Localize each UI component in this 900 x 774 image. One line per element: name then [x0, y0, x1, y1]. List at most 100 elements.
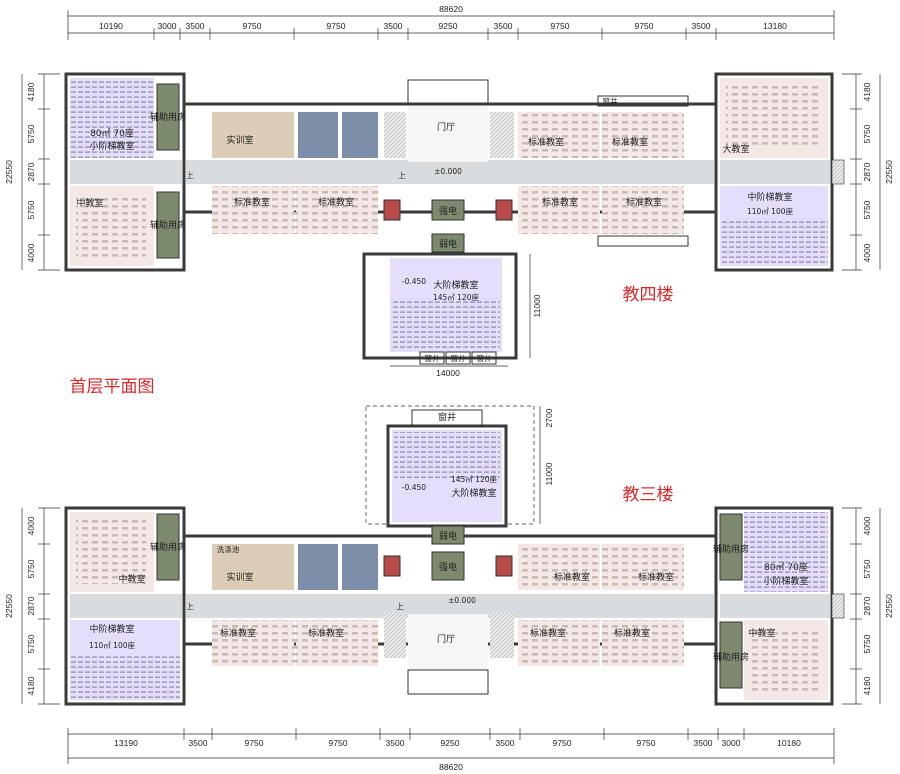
window-well-top [597, 95, 689, 107]
dim-seg: 10180 [777, 738, 801, 748]
window-well [471, 351, 497, 365]
dim-seg: 13180 [763, 21, 787, 31]
room-aux-bottom [156, 191, 180, 259]
dim-seg: 3000 [158, 21, 177, 31]
label-window-well: 窗井 [425, 353, 440, 363]
lobby [408, 106, 488, 162]
label-window-well: 窗井 [451, 353, 466, 363]
dim-seg: 5750 [26, 559, 36, 578]
label-lobby: 门厅 [437, 633, 455, 645]
building-4: 88620 10190 3000 3500 9750 9750 3500 925… [4, 4, 894, 378]
room-aux-top [156, 83, 180, 151]
label-small-lecture: 小阶梯教室 [89, 140, 134, 152]
corridor-right-wing [720, 160, 830, 184]
top-dimension-line [67, 10, 835, 40]
dim-seg: 3500 [692, 21, 711, 31]
building-4-labels: 80㎡ 70座 小阶梯教室 中教室 辅助用房 辅助用房 实训室 标准教室 标准教… [76, 96, 793, 378]
label-small-lecture-area: 80㎡ 70座 [90, 127, 134, 139]
dim-seg: 2870 [26, 162, 36, 181]
label-aux: 辅助用房 [150, 541, 186, 553]
room-weak-electric [431, 233, 465, 253]
room-weak-electric [431, 525, 465, 545]
label-big-lecture: 大阶梯教室 [433, 279, 478, 291]
label-big-room: 大教室 [722, 143, 749, 155]
dim-seg: 5750 [26, 124, 36, 143]
dim-seg: 9250 [439, 21, 458, 31]
label-window-well: 窗井 [477, 353, 492, 363]
label-aux-top: 辅助用房 [150, 111, 186, 123]
room-aux [156, 513, 180, 581]
dim-seg: 5750 [26, 634, 36, 653]
label-level: ±0.000 [434, 167, 462, 176]
dim-seg: 13190 [114, 738, 138, 748]
label-aux-bottom: 辅助用房 [150, 219, 186, 231]
label-std: 标准教室 [626, 196, 662, 208]
toilet-2 [342, 544, 378, 590]
side-dimension-lines [21, 507, 881, 705]
label-lab: 实训室 [226, 134, 253, 146]
dim-seg: 3500 [496, 738, 515, 748]
wing-dim: 2700 [544, 408, 554, 427]
dim-seg: 3500 [384, 21, 403, 31]
window-well [419, 351, 445, 365]
dim-seg: 9750 [243, 21, 262, 31]
dim-seg: 4180 [26, 676, 36, 695]
dim-seg: 3500 [386, 738, 405, 748]
entrance-canopy [407, 669, 489, 695]
label-up: 上 [186, 171, 194, 180]
dim-seg: 4000 [862, 516, 872, 535]
dim-seg: 9750 [245, 738, 264, 748]
building-3-labels: 中教室 辅助用房 实训室 洗涤池 标准教室 标准教室 标准教室 标准教室 标准教… [89, 408, 809, 663]
building-3-body [64, 506, 845, 706]
window-well [445, 351, 471, 365]
stair-2 [490, 612, 514, 658]
label-up: 上 [398, 171, 406, 180]
dim-seg: 2870 [862, 596, 872, 615]
dim-seg: 4180 [862, 82, 872, 101]
room-strong-electric [431, 551, 465, 581]
label-std: 标准教室 [638, 571, 674, 583]
label-strong: 强电 [439, 205, 457, 217]
label-window-well: 窗井 [603, 96, 618, 106]
bottom-dimension-line [67, 728, 835, 764]
dim-seg: 2870 [862, 162, 872, 181]
right-total-dim: 22550 [884, 594, 894, 618]
stair-1 [384, 612, 406, 658]
top-total-dim: 88620 [439, 4, 463, 14]
label-weak: 弱电 [439, 238, 457, 250]
elevator-2 [495, 555, 513, 577]
bottom-segment-dims: 13190 3500 9750 9750 3500 9250 3500 9750… [114, 738, 801, 748]
drawing-title: 首层平面图 [70, 377, 155, 397]
label-lab: 实训室 [226, 571, 253, 583]
label-medium: 中教室 [118, 573, 145, 585]
dim-seg: 3500 [694, 738, 713, 748]
building-name: 教三楼 [623, 485, 674, 505]
side-steps [831, 159, 845, 185]
label-level-low: -0.450 [402, 483, 426, 492]
dim-seg: 4000 [26, 243, 36, 262]
room-strong-electric [431, 199, 465, 221]
dim-seg: 2870 [26, 596, 36, 615]
label-std: 标准教室 [528, 136, 564, 148]
dim-seg: 9750 [327, 21, 346, 31]
label-level-low: -0.450 [402, 277, 426, 286]
wing-dim: 11000 [544, 462, 554, 485]
label-big-lecture: 大阶梯教室 [451, 487, 496, 499]
dim-seg: 9750 [553, 738, 572, 748]
room-aux-bottom [719, 621, 743, 689]
label-std: 标准教室 [612, 136, 648, 148]
dim-seg: 5750 [862, 559, 872, 578]
dim-seg: 4000 [26, 516, 36, 535]
dim-seg: 3500 [189, 738, 208, 748]
lobby [408, 614, 488, 670]
label-medium-lecture-area: 110㎡ 100座 [747, 206, 794, 216]
left-total-dim: 22550 [4, 594, 14, 618]
side-dimension-lines [21, 73, 881, 271]
label-wash: 洗涤池 [217, 544, 240, 554]
label-weak: 弱电 [439, 530, 457, 542]
label-up: 上 [186, 602, 194, 611]
right-total-dim: 22550 [884, 160, 894, 184]
dim-seg: 3500 [494, 21, 513, 31]
dim-seg: 5750 [862, 634, 872, 653]
label-aux-bottom: 辅助用房 [713, 651, 749, 663]
